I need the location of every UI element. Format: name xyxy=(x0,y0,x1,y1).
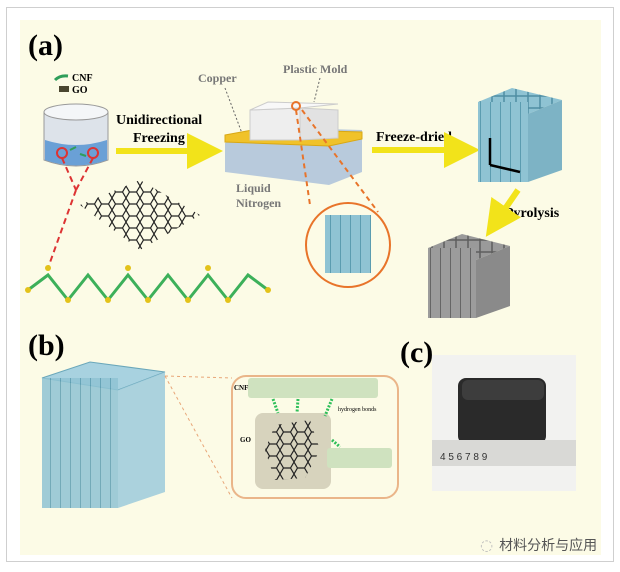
panel-b-label: (b) xyxy=(28,329,65,362)
article-image-frame xyxy=(6,7,614,562)
aerogel-photo: 4 5 6 7 8 9 xyxy=(432,355,576,491)
carbon-honeycomb xyxy=(428,234,510,318)
panel-c-label: (c) xyxy=(400,336,433,369)
freezing-setup xyxy=(224,101,363,185)
watermark-text: 材料分析与应用 xyxy=(499,538,598,554)
arrow-pyrolysis xyxy=(485,188,522,237)
inset-cnf-label: CNF xyxy=(234,384,248,392)
watermark: ◌ 材料分析与应用 xyxy=(480,535,597,555)
aerogel-honeycomb xyxy=(478,88,562,182)
aligned-channels xyxy=(325,215,371,273)
legend-go: GO xyxy=(72,85,88,96)
legend-cnf: CNF xyxy=(72,73,93,84)
wechat-icon: ◌ xyxy=(480,536,494,554)
zoom-line xyxy=(61,157,77,191)
cnf-chain-2 xyxy=(327,448,392,468)
go-lattice xyxy=(265,420,320,480)
go-legend-icon xyxy=(59,86,69,92)
label-copper: Copper xyxy=(198,71,237,85)
cnf-legend-icon xyxy=(53,74,69,82)
ruler xyxy=(432,440,576,466)
zoom-line xyxy=(75,157,94,191)
label-nitrogen: Nitrogen xyxy=(236,196,281,210)
hydrogen-bonds xyxy=(271,398,341,449)
cellulose-chain xyxy=(25,265,271,303)
beaker-icon xyxy=(43,103,109,167)
label-liquid: Liquid xyxy=(236,181,271,195)
panel-a-label: (a) xyxy=(28,29,63,62)
cnf-chain xyxy=(248,378,378,398)
zoom-line xyxy=(47,189,77,269)
graphene-oxide-lattice xyxy=(80,180,200,250)
ruler-numbers: 4 5 6 7 8 9 xyxy=(440,452,488,463)
inset-bonds-label: hydrogen bonds xyxy=(338,407,377,413)
scaffold-3d xyxy=(41,361,166,508)
label-plastic-mold: Plastic Mold xyxy=(283,62,348,76)
step-freezing: Freezing xyxy=(133,131,185,146)
step-unidirectional-freezing: Unidirectional xyxy=(116,113,202,128)
step-pyrolysis: Pyrolysis xyxy=(505,206,560,221)
step-freeze-dried: Freeze-dried xyxy=(376,130,452,145)
inset-go-label: GO xyxy=(240,436,251,444)
legend: CNF GO xyxy=(53,73,93,96)
